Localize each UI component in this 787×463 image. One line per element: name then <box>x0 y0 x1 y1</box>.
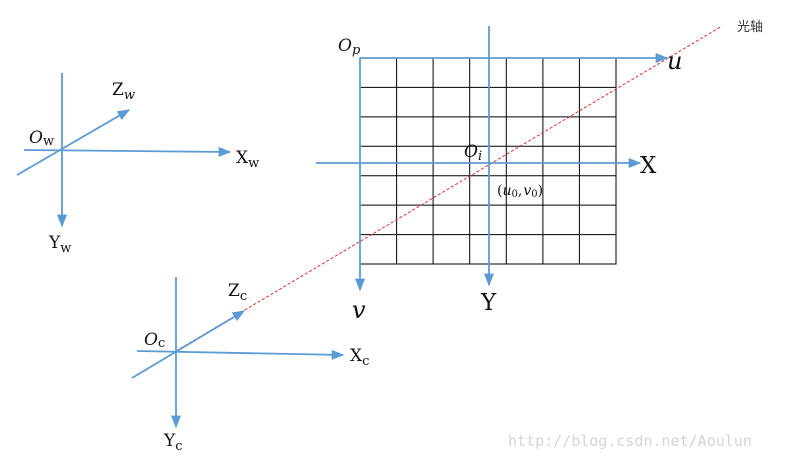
camera-y-label: Yc <box>163 431 183 454</box>
camera-axes <box>131 277 345 429</box>
camera-z-label: Zc <box>228 281 247 304</box>
pixel-origin-label: Op <box>338 36 361 58</box>
image-x-label: X <box>640 153 657 179</box>
world-x-label: Xw <box>236 148 259 171</box>
camera-origin-label: Oc <box>144 330 165 351</box>
world-z-label: Zw <box>112 80 135 103</box>
image-axes <box>316 26 642 287</box>
world-axes <box>16 73 232 228</box>
pixel-axes <box>354 52 669 292</box>
optical-axis-line <box>175 25 723 352</box>
camera-x-label: Xc <box>350 346 369 369</box>
image-origin-label: Oi <box>464 142 482 164</box>
camera-z-axis <box>131 310 246 379</box>
world-origin-label: Ow <box>29 128 54 149</box>
world-y-label: Yw <box>48 233 71 256</box>
pixel-v-label: v <box>352 296 366 324</box>
principal-point-label: (u0,v0) <box>497 183 543 200</box>
image-plane-grid <box>359 57 617 265</box>
camera-x-axis <box>136 349 345 360</box>
watermark: http://blog.csdn.net/Aoulun <box>508 432 752 450</box>
grid-border <box>359 57 617 265</box>
optical-axis-label: 光轴 <box>737 20 763 35</box>
world-x-axis <box>23 146 232 157</box>
image-y-label: Y <box>480 290 497 316</box>
pixel-u-label: u <box>667 47 682 75</box>
world-z-axis <box>16 109 131 176</box>
